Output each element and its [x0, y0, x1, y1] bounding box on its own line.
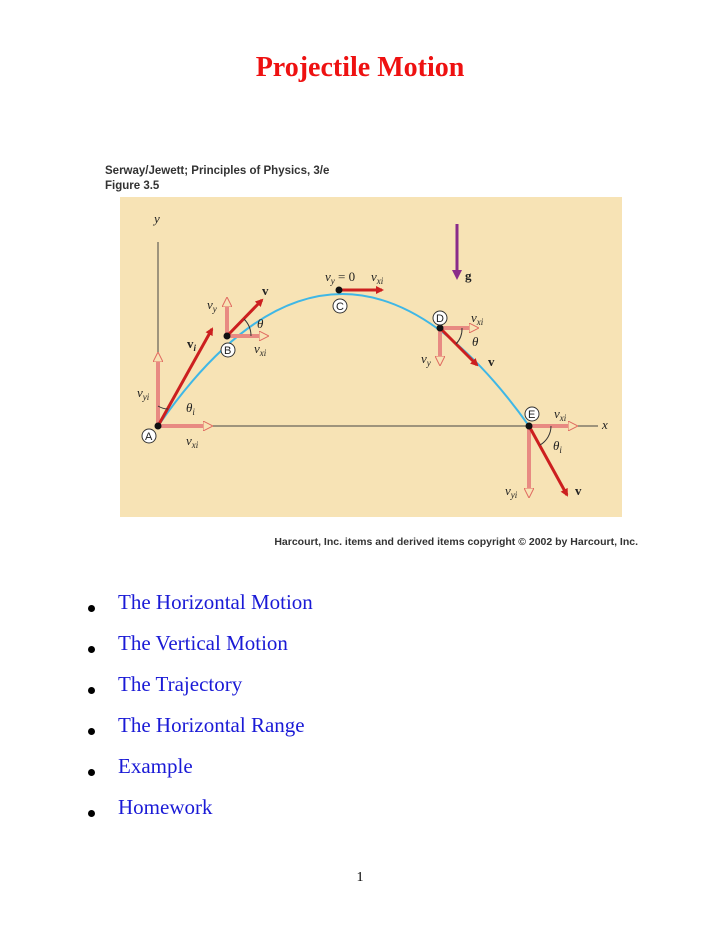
figure-caption: Serway/Jewett; Principles of Physics, 3/…	[105, 164, 329, 194]
b-vxi-label: vxi	[254, 341, 267, 358]
gravity-label: g	[465, 268, 472, 283]
d-theta-label: θ	[472, 334, 479, 349]
b-velocity-arrow	[225, 298, 264, 338]
topic-link-homework[interactable]: Homework	[88, 795, 313, 836]
e-theta-label: θi	[553, 438, 562, 455]
d-vy-label: vy	[421, 351, 431, 368]
topic-label: The Trajectory	[118, 672, 243, 696]
d-velocity-arrow	[438, 326, 479, 367]
a-theta-arc	[157, 405, 169, 410]
b-theta-arc	[243, 318, 252, 337]
a-theta-label: θi	[186, 400, 195, 417]
topic-label: Example	[118, 754, 193, 778]
figure-credit: Harcourt, Inc. items and derived items c…	[274, 536, 638, 548]
topic-label: The Horizontal Range	[118, 713, 305, 737]
topic-link-horizontal-motion[interactable]: The Horizontal Motion	[88, 590, 313, 631]
topic-label: Homework	[118, 795, 213, 819]
e-vyi-label: vyi	[505, 483, 518, 500]
x-axis-label: x	[601, 417, 608, 432]
e-velocity-arrow	[527, 425, 569, 497]
figure-number: Figure 3.5	[105, 180, 160, 192]
bullet-icon	[88, 646, 95, 653]
topic-link-trajectory[interactable]: The Trajectory	[88, 672, 313, 713]
projectile-figure: y x g θi vyi vxi vi A θ vy v vxi B	[120, 197, 622, 517]
point-b-marker	[220, 342, 236, 358]
point-d-marker	[432, 310, 448, 326]
point-d-label: D	[436, 313, 444, 325]
point-e-dot	[525, 422, 533, 430]
point-e-label: E	[528, 409, 535, 421]
point-b-dot	[223, 332, 231, 340]
point-a-label: A	[145, 431, 153, 443]
d-theta-arc	[455, 327, 463, 345]
a-vxi-label: vxi	[186, 433, 199, 450]
a-vi-label: vi	[187, 336, 197, 353]
b-v-label: v	[262, 283, 269, 298]
y-axis-label: y	[152, 211, 160, 226]
topic-link-example[interactable]: Example	[88, 754, 313, 795]
e-theta-arc	[539, 425, 552, 446]
c-vxi-label: vxi	[371, 269, 384, 286]
point-d-dot	[436, 324, 444, 332]
bullet-icon	[88, 605, 95, 612]
point-b-label: B	[224, 345, 231, 357]
topic-list: The Horizontal Motion The Vertical Motio…	[88, 590, 313, 836]
topic-label: The Vertical Motion	[118, 631, 288, 655]
topic-link-vertical-motion[interactable]: The Vertical Motion	[88, 631, 313, 672]
a-velocity-arrow	[156, 327, 214, 427]
figure-source: Serway/Jewett; Principles of Physics, 3/…	[105, 165, 330, 177]
page-number: 1	[356, 870, 364, 885]
bullet-icon	[88, 728, 95, 735]
bullet-icon	[88, 810, 95, 817]
point-c-label: C	[336, 301, 344, 313]
point-a-marker	[141, 428, 157, 444]
projectile-diagram: y x g θi vyi vxi vi A θ vy v vxi B	[137, 211, 608, 500]
e-vxi-label: vxi	[554, 406, 567, 423]
bullet-icon	[88, 687, 95, 694]
e-v-label: v	[575, 483, 582, 498]
page-title: Projectile Motion	[255, 52, 465, 83]
b-theta-label: θ	[257, 316, 264, 331]
d-v-label: v	[488, 354, 495, 369]
point-c-marker	[332, 298, 348, 314]
b-vy-label: vy	[207, 297, 217, 314]
topic-link-horizontal-range[interactable]: The Horizontal Range	[88, 713, 313, 754]
a-vyi-label: vyi	[137, 385, 150, 402]
topic-label: The Horizontal Motion	[118, 590, 313, 614]
point-c-dot	[335, 286, 343, 294]
point-a-dot	[154, 422, 162, 430]
bullet-icon	[88, 769, 95, 776]
c-vy-zero-label: vy = 0	[325, 269, 355, 286]
point-e-marker	[524, 406, 540, 422]
d-vxi-label: vxi	[471, 310, 484, 327]
